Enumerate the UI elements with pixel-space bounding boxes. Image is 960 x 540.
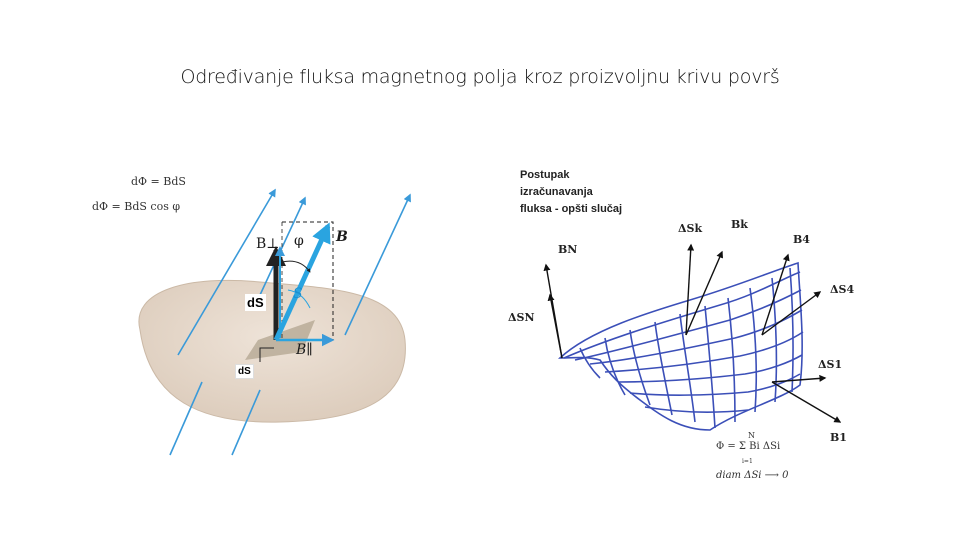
- label-b-n: BN: [558, 243, 578, 256]
- ds-4-arrow: [761, 291, 822, 336]
- field-line: [177, 188, 276, 356]
- label-ds-n: ΔSN: [508, 311, 535, 324]
- label-ds-vector: dS: [245, 294, 266, 311]
- label-b-perp: B⊥: [256, 236, 280, 252]
- ds-1-arrow: [771, 374, 827, 383]
- label-phi: φ: [294, 233, 304, 249]
- label-b-par: B∥: [296, 342, 313, 358]
- label-ds-1: ΔS1: [818, 358, 843, 371]
- b-vector: [273, 222, 331, 342]
- flux-equation-2: dΦ = BdS cos φ: [92, 200, 181, 213]
- sum-upper-limit: N: [748, 431, 755, 440]
- label-b-1: B1: [830, 431, 847, 444]
- procedure-caption: Postupak izračunavanja fluksa - opšti sl…: [520, 167, 622, 218]
- slide-title: Određivanje fluksa magnetnog polja kroz …: [180, 66, 780, 88]
- b-k-arrow: [685, 250, 723, 336]
- ds-k-arrow: [685, 243, 695, 336]
- label-b-4: B4: [793, 233, 810, 246]
- label-ds-4: ΔS4: [830, 283, 855, 296]
- label-ds-box: dS: [235, 364, 254, 379]
- procedure-line: fluksa - opšti slučaj: [520, 203, 623, 215]
- field-line: [231, 389, 261, 456]
- b-1-arrow: [771, 381, 842, 423]
- b-n-arrow: [547, 293, 563, 359]
- b-4-arrow: [761, 253, 790, 336]
- flux-equation-1: dΦ = BdS: [131, 175, 186, 188]
- mesh-surface-diagram: [543, 243, 842, 431]
- flux-diagram: [138, 188, 411, 456]
- sum-lower-limit: i=1: [742, 458, 753, 465]
- procedure-line: Postupak: [520, 169, 570, 181]
- phi-arc: [281, 260, 311, 273]
- projection-dashes: [282, 221, 334, 340]
- label-b-k: Bk: [731, 218, 748, 231]
- label-ds-k: ΔSk: [678, 222, 703, 235]
- field-line: [169, 381, 203, 456]
- flux-sum-formula: Φ = Σ Bi ΔSi: [716, 441, 781, 452]
- field-line: [344, 193, 411, 336]
- surface-mesh: [557, 261, 804, 431]
- limit-formula: diam ΔSi ⟶ 0: [716, 470, 789, 481]
- label-b: B: [336, 229, 348, 245]
- label-s: S: [293, 286, 303, 302]
- procedure-line: izračunavanja: [520, 186, 593, 198]
